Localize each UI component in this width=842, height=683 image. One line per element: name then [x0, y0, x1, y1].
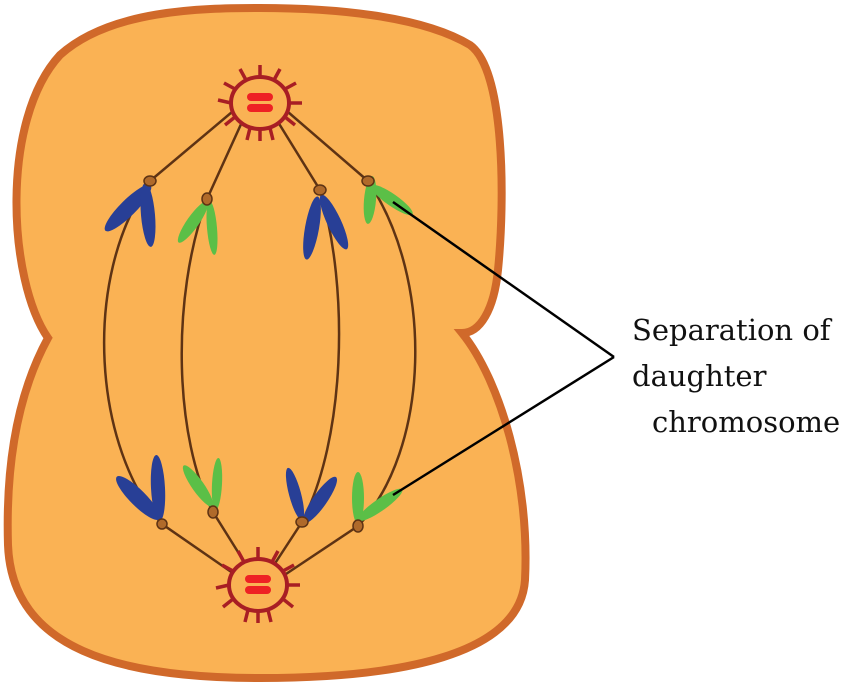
- centriole: [247, 104, 273, 112]
- centriole: [245, 575, 271, 583]
- centrosome-top: [217, 65, 302, 141]
- centriole: [247, 93, 273, 101]
- cell-membrane: [3, 3, 530, 683]
- centriole: [245, 586, 271, 594]
- kinetochores: [143, 175, 375, 533]
- centrosome-bottom: [215, 547, 300, 623]
- label-line-2: daughter: [632, 359, 767, 393]
- label-pointers: [392, 200, 615, 497]
- chromosomes-bottom: [116, 455, 403, 524]
- label-line-3: chromosome: [652, 405, 840, 439]
- label-line-1: Separation of: [632, 313, 833, 347]
